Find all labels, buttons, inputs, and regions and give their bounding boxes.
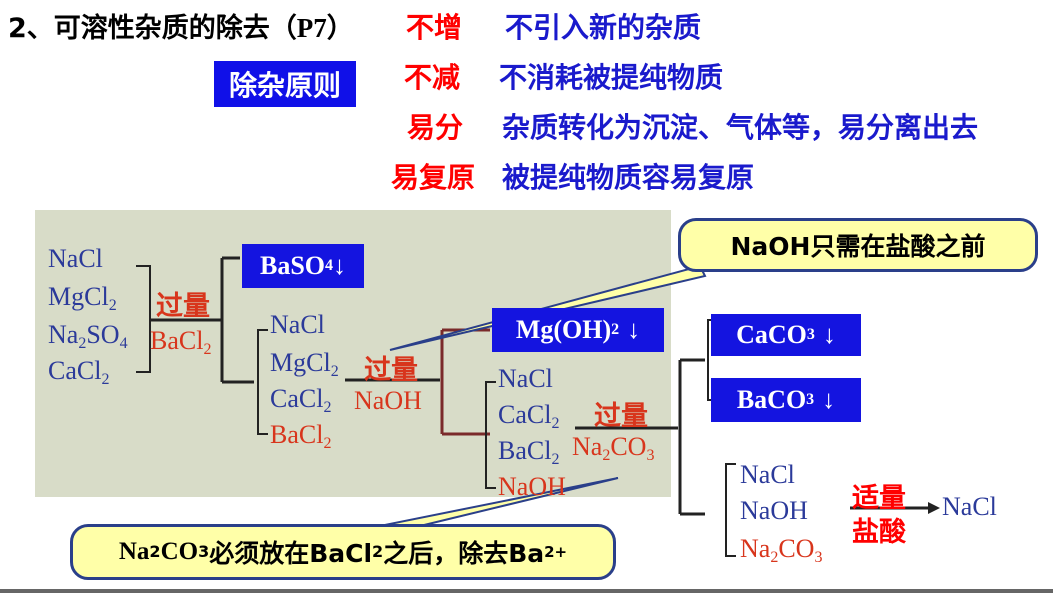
principle-desc-1: 不引入新的杂质	[505, 11, 702, 44]
callout2-pointer	[359, 477, 619, 531]
mix3-naoh: NaOH	[740, 496, 808, 525]
title-close: ）	[326, 13, 354, 44]
principle-key-3: 易分	[407, 111, 464, 144]
step4-reagent: 盐酸	[852, 517, 906, 548]
step3-amount: 过量	[594, 401, 648, 432]
callout-naoh: NaOH只需在盐酸之前	[678, 218, 1038, 272]
step1-reagent: BaCl2	[150, 326, 212, 358]
start-mgcl2: MgCl2	[48, 282, 117, 314]
bottom-rule	[0, 589, 1053, 593]
title-main: 2、可溶性杂质的除去（	[8, 13, 297, 44]
start-na2so4: Na2SO4	[48, 320, 128, 352]
mix3-nacl: NaCl	[740, 460, 795, 489]
title-page-ref: P7	[296, 13, 327, 43]
mix1-mgcl2: MgCl2	[270, 348, 339, 380]
step3-reagent: Na2CO3	[572, 432, 655, 464]
principle-desc-2: 不消耗被提纯物质	[499, 61, 724, 94]
mix1-nacl: NaCl	[270, 310, 325, 339]
principle-key-1: 不增	[406, 11, 463, 44]
principle-label: 除杂原则	[214, 61, 356, 107]
step4-amount: 适量	[852, 483, 906, 514]
principle-desc-4: 被提纯物质容易复原	[502, 161, 755, 194]
mix2-bacl2: BaCl2	[498, 436, 560, 468]
bracket-mix1	[257, 329, 268, 435]
principle-key-4: 易复原	[391, 161, 476, 194]
bracket-mix2	[485, 381, 496, 489]
principle-key-2: 不减	[404, 61, 461, 94]
mix2-naoh: NaOH	[498, 472, 566, 496]
bracket-mix3	[725, 463, 736, 557]
mix1-bacl2: BaCl2	[270, 420, 332, 452]
precip-mgoh2: Mg(OH)2↓	[492, 308, 664, 352]
bracket-start	[136, 265, 151, 373]
page-title: 2、可溶性杂质的除去（P7）	[8, 6, 354, 45]
product-nacl: NaCl	[942, 492, 997, 521]
start-cacl2: CaCl2	[48, 356, 110, 388]
step2-amount: 过量	[364, 355, 418, 386]
mix2-nacl: NaCl	[498, 364, 553, 393]
principle-desc-3: 杂质转化为沉淀、气体等，易分离出去	[502, 111, 979, 144]
start-nacl: NaCl	[48, 244, 103, 273]
mix1-cacl2: CaCl2	[270, 384, 332, 416]
step1-amount: 过量	[156, 291, 210, 322]
mix2-cacl2: CaCl2	[498, 400, 560, 432]
mix3-na2co3: Na2CO3	[740, 534, 823, 566]
step2-reagent: NaOH	[354, 386, 422, 415]
